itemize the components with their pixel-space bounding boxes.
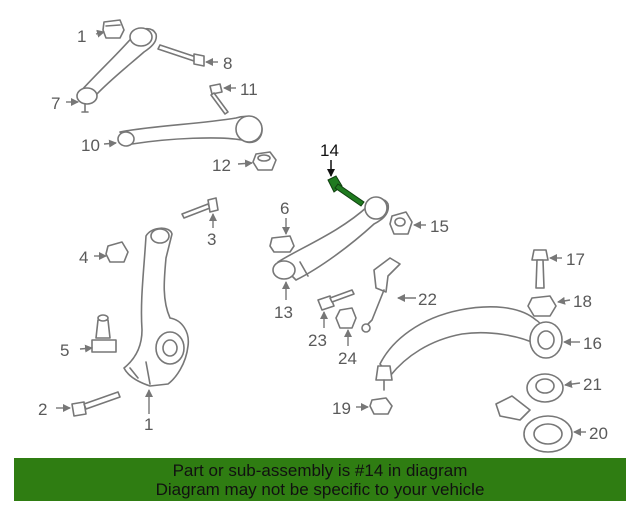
callout-9[interactable]: 1 <box>77 27 86 46</box>
callout-8[interactable]: 8 <box>223 54 232 73</box>
callout-17[interactable]: 17 <box>566 250 585 269</box>
part-20-bracket <box>495 395 573 453</box>
callout-15[interactable]: 15 <box>430 217 449 236</box>
part-21-bushing <box>526 373 564 403</box>
callout-22[interactable]: 22 <box>418 290 437 309</box>
callout-6[interactable]: 6 <box>280 199 289 218</box>
callout-7[interactable]: 7 <box>51 94 60 113</box>
callout-24[interactable]: 24 <box>338 349 357 368</box>
part-7-upper-arm <box>76 27 158 113</box>
part-13-lower-arm <box>272 196 390 281</box>
callout-20[interactable]: 20 <box>589 424 608 443</box>
callout-11[interactable]: 11 <box>240 80 258 99</box>
part-11-bolt <box>209 83 229 115</box>
part-1-knuckle <box>123 227 190 387</box>
part-4-nut <box>105 241 129 263</box>
part-9-bushing <box>102 19 125 39</box>
part-5-ball-joint <box>91 314 117 353</box>
info-banner: Part or sub-assembly is #14 in diagram D… <box>14 458 626 501</box>
callout-10[interactable]: 10 <box>81 136 100 155</box>
part-6-nut <box>269 235 295 253</box>
part-16-rear-arm <box>375 306 563 391</box>
callout-23[interactable]: 23 <box>308 331 327 350</box>
part-18-nut <box>527 295 557 317</box>
part-3-bolt <box>181 197 219 219</box>
part-14-bolt-highlighted[interactable] <box>327 175 365 207</box>
callout-21[interactable]: 21 <box>583 375 602 394</box>
banner-line-1: Part or sub-assembly is #14 in diagram <box>172 461 468 480</box>
part-15-nut <box>389 211 413 235</box>
part-19-nut <box>369 397 393 415</box>
callout-19[interactable]: 19 <box>332 399 351 418</box>
callout-13[interactable]: 13 <box>274 303 293 322</box>
part-12-nut <box>252 151 277 171</box>
part-22-sensor-link <box>361 257 401 333</box>
part-17-bolt <box>531 249 549 289</box>
part-2-bolt <box>71 391 121 417</box>
callout-18[interactable]: 18 <box>573 292 592 311</box>
part-24-nut <box>335 307 357 329</box>
banner-line-2: Diagram may not be specific to your vehi… <box>155 480 485 499</box>
callout-16[interactable]: 16 <box>583 334 602 353</box>
callout-3[interactable]: 3 <box>207 230 216 249</box>
callout-12[interactable]: 12 <box>212 156 231 175</box>
part-10-link-arm <box>117 115 263 147</box>
callout-2[interactable]: 2 <box>38 400 47 419</box>
suspension-parts-diagram: 1 8 7 11 10 12 3 4 5 2 1 6 13 14 15 22 2… <box>38 19 608 453</box>
part-23-bolt <box>317 289 355 311</box>
part-8-bolt <box>157 44 205 67</box>
callout-1[interactable]: 1 <box>144 415 153 434</box>
callout-5[interactable]: 5 <box>60 341 69 360</box>
callout-4[interactable]: 4 <box>79 248 88 267</box>
callout-14[interactable]: 14 <box>320 141 339 160</box>
